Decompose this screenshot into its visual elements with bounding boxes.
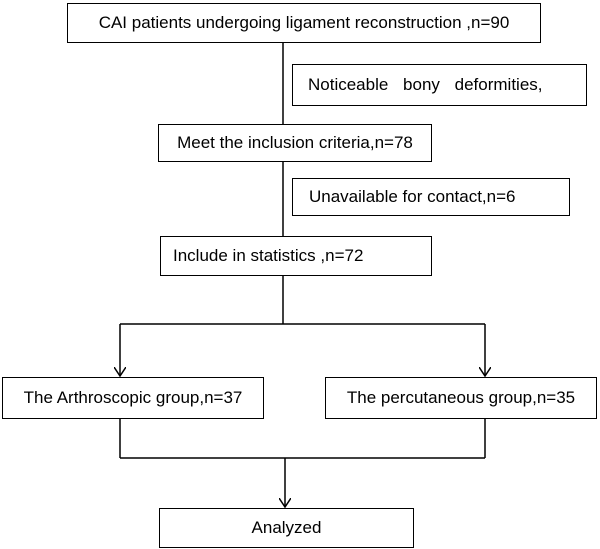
exclusion-unavailable-label: Unavailable for contact,n=6 — [309, 187, 516, 206]
box-inclusion-criteria: Meet the inclusion criteria,n=78 — [158, 124, 432, 162]
percutaneous-group-label: The percutaneous group,n=35 — [346, 388, 576, 407]
box-exclusion-bony-deformities: Noticeable bony deformities, — [292, 64, 587, 106]
arthroscopic-group-label: The Arthroscopic group,n=37 — [23, 388, 243, 407]
exclusion-bony-deformities-label: Noticeable bony deformities, — [308, 75, 543, 94]
box-total-patients: CAI patients undergoing ligament reconst… — [67, 3, 541, 43]
box-percutaneous-group: The percutaneous group,n=35 — [325, 377, 597, 419]
box-arthroscopic-group: The Arthroscopic group,n=37 — [2, 377, 264, 419]
total-patients-label: CAI patients undergoing ligament reconst… — [98, 13, 510, 32]
include-statistics-label: Include in statistics ,n=72 — [173, 246, 364, 265]
analyzed-label: Analyzed — [251, 518, 322, 537]
box-include-statistics: Include in statistics ,n=72 — [160, 236, 432, 276]
inclusion-criteria-label: Meet the inclusion criteria,n=78 — [177, 133, 413, 152]
box-analyzed: Analyzed — [159, 508, 414, 548]
box-exclusion-unavailable: Unavailable for contact,n=6 — [292, 178, 570, 216]
